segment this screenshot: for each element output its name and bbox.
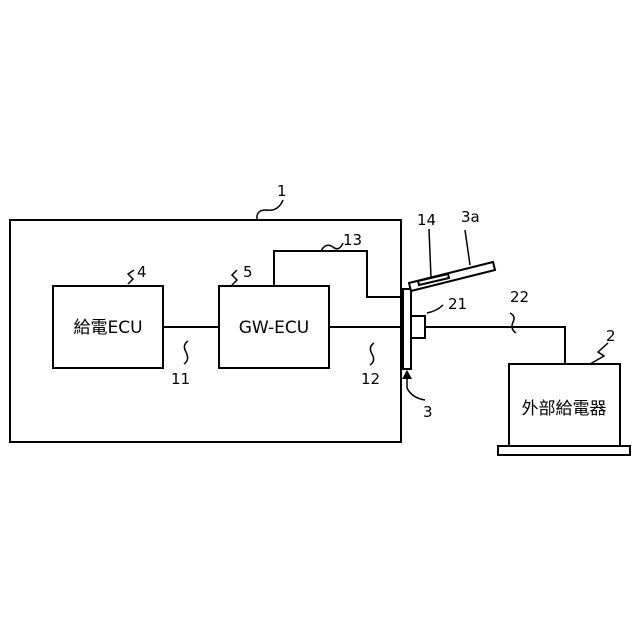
ref-13: 13 xyxy=(343,231,362,249)
lid-3a xyxy=(409,262,495,291)
ref-11: 11 xyxy=(171,370,190,388)
arrow-3-head xyxy=(402,370,412,379)
inlet-3 xyxy=(403,289,411,369)
connector-21 xyxy=(411,316,425,338)
leader-14 xyxy=(429,229,431,278)
external-charger-label: 外部給電器 xyxy=(522,399,607,419)
external-charger-base xyxy=(498,446,630,455)
cable-22 xyxy=(425,327,565,364)
ref-3a: 3a xyxy=(461,208,480,226)
leader-21 xyxy=(427,305,443,313)
gw-ecu-label: GW-ECU xyxy=(239,318,309,338)
leader-3 xyxy=(407,388,425,400)
ref-12: 12 xyxy=(361,370,380,388)
ref-22: 22 xyxy=(510,288,529,306)
leader-1 xyxy=(257,200,283,219)
feed-ecu-label: 給電ECU xyxy=(73,318,142,338)
ref-5: 5 xyxy=(243,263,253,281)
ref-2: 2 xyxy=(606,327,616,345)
ref-14: 14 xyxy=(417,211,436,229)
ref-21: 21 xyxy=(448,295,467,313)
leader-22 xyxy=(510,313,516,333)
ref-3: 3 xyxy=(423,403,433,421)
leader-2 xyxy=(590,343,608,364)
ref-4: 4 xyxy=(137,263,147,281)
ref-1: 1 xyxy=(277,182,287,200)
leader-3a xyxy=(465,230,470,265)
